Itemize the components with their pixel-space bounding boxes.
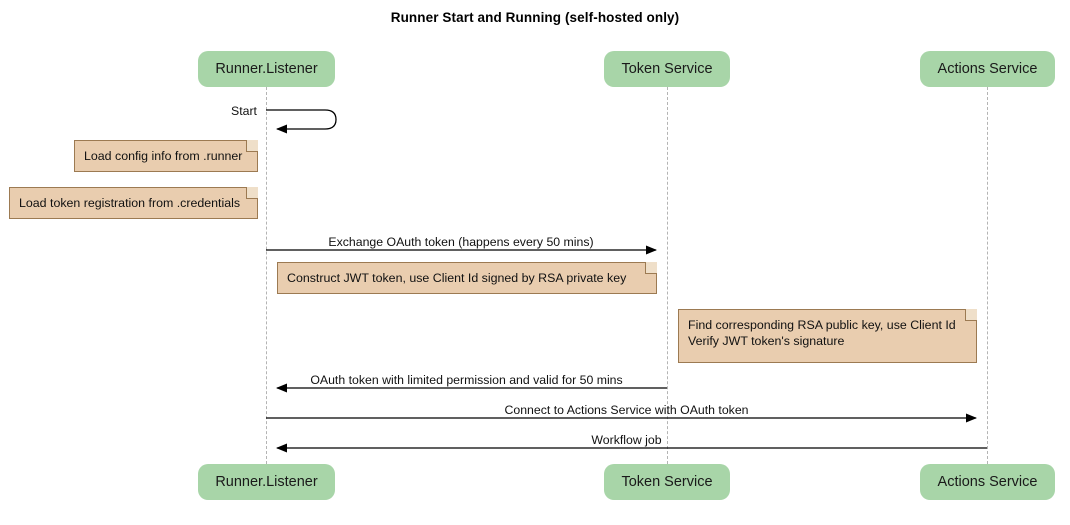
message-line-start-selfloop[interactable]	[266, 109, 337, 134]
note-construct-jwt-token: Construct JWT token, use Client Id signe…	[277, 262, 657, 294]
note-line: Verify JWT token's signature	[688, 334, 845, 348]
note-fold-corner-icon	[645, 262, 657, 274]
participant-footer-actions[interactable]: Actions Service	[920, 464, 1055, 500]
participant-label: Runner.Listener	[215, 61, 318, 77]
participant-header-token[interactable]: Token Service	[604, 51, 730, 87]
message-label-oauth-token-response: OAuth token with limited permission and …	[310, 373, 623, 387]
participant-header-actions[interactable]: Actions Service	[920, 51, 1055, 87]
participant-label: Runner.Listener	[215, 474, 318, 490]
message-label-exchange-oauth-token: Exchange OAuth token (happens every 50 m…	[328, 235, 594, 249]
lifeline-runner	[266, 87, 267, 464]
participant-label: Actions Service	[937, 474, 1038, 490]
note-fold-corner-icon	[965, 309, 977, 321]
message-label-connect-to-actions-service: Connect to Actions Service with OAuth to…	[504, 403, 749, 417]
lifeline-token	[667, 87, 668, 464]
page-title: Runner Start and Running (self-hosted on…	[390, 10, 680, 25]
note-line: Load token registration from .credential…	[19, 196, 241, 210]
participant-label: Token Service	[621, 61, 713, 77]
participant-label: Actions Service	[937, 61, 1038, 77]
participant-label: Token Service	[621, 474, 713, 490]
participant-footer-token[interactable]: Token Service	[604, 464, 730, 500]
lifeline-actions	[987, 87, 988, 464]
note-line: Construct JWT token, use Client Id signe…	[287, 271, 627, 285]
note-load-config-info: Load config info from .runner	[74, 140, 258, 172]
message-label-workflow-job: Workflow job	[591, 433, 662, 447]
note-find-rsa-public-key: Find corresponding RSA public key, use C…	[678, 309, 977, 363]
note-load-token-registration: Load token registration from .credential…	[9, 187, 258, 219]
note-line: Load config info from .runner	[84, 149, 243, 163]
participant-footer-runner[interactable]: Runner.Listener	[198, 464, 335, 500]
note-fold-corner-icon	[246, 140, 258, 152]
participant-header-runner[interactable]: Runner.Listener	[198, 51, 335, 87]
note-fold-corner-icon	[246, 187, 258, 199]
note-line: Find corresponding RSA public key, use C…	[688, 318, 956, 332]
message-label-start: Start	[231, 104, 257, 118]
